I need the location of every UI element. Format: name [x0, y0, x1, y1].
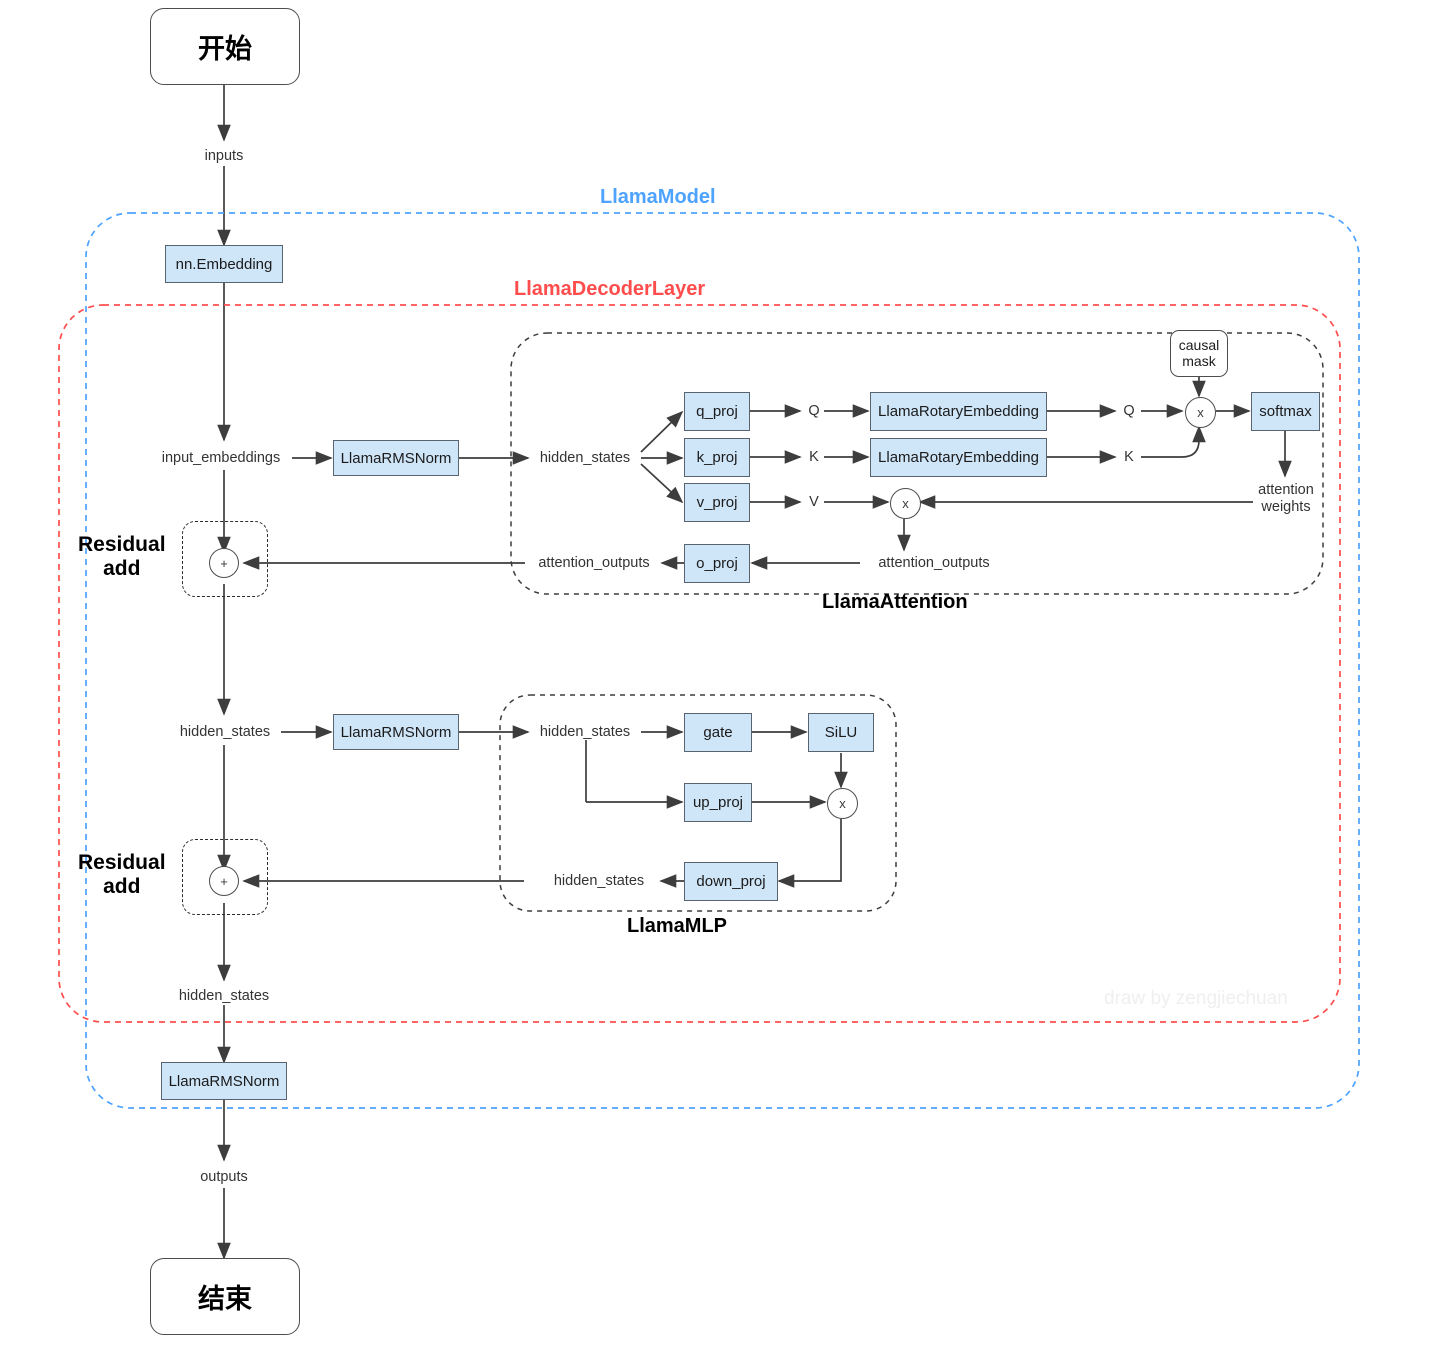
edge-label-k: K — [809, 448, 819, 465]
container-title-llama-attention: LlamaAttention — [822, 591, 968, 613]
residual-add-caption-1-line2: add — [103, 556, 141, 580]
block-v-proj-label: v_proj — [696, 494, 738, 511]
block-causal-mask[interactable]: causal mask — [1170, 330, 1228, 377]
block-rmsnorm-final[interactable]: LlamaRMSNorm — [161, 1062, 287, 1100]
block-up-proj-label: up_proj — [692, 794, 744, 811]
edge-label-hidden-states-attn-split: hidden_states — [539, 449, 631, 466]
block-gate[interactable]: gate — [684, 713, 752, 752]
container-title-llama-mlp: LlamaMLP — [627, 915, 728, 937]
block-down-proj-label: down_proj — [696, 873, 766, 890]
start-node[interactable]: 开始 — [150, 8, 300, 85]
start-node-label: 开始 — [198, 34, 252, 64]
container-llama-attention — [510, 332, 1324, 595]
block-rotary-embedding-k-label: LlamaRotaryEmbedding — [878, 449, 1039, 466]
residual-add-caption-2-line2: add — [103, 874, 141, 898]
end-node[interactable]: 结束 — [150, 1258, 300, 1335]
block-q-proj-label: q_proj — [696, 403, 738, 420]
residual-add-caption-1-line1: Residual — [78, 533, 166, 556]
edge-label-v: V — [809, 493, 819, 510]
residual-add-group-2 — [182, 839, 268, 915]
block-rotary-embedding-q[interactable]: LlamaRotaryEmbedding — [870, 392, 1047, 431]
block-causal-mask-label-line2: mask — [1182, 352, 1216, 369]
end-node-label: 结束 — [198, 1284, 252, 1314]
block-nn-embedding-label: nn.Embedding — [175, 255, 273, 273]
mlp-mul-operator-label: x — [839, 796, 846, 811]
container-llama-mlp — [499, 694, 897, 912]
residual-add-operator-2-label: + — [220, 873, 228, 889]
block-rotary-embedding-q-label: LlamaRotaryEmbedding — [878, 403, 1039, 420]
residual-add-caption-1: Residual add — [78, 533, 166, 580]
edge-label-hidden-states-mlp-out: hidden_states — [553, 872, 645, 889]
edge-label-k-rope: K — [1124, 448, 1134, 465]
qk-matmul-operator[interactable]: x — [1185, 397, 1216, 428]
edge-label-inputs: inputs — [204, 147, 244, 164]
edge-label-outputs: outputs — [200, 1168, 248, 1185]
block-rmsnorm-final-label: LlamaRMSNorm — [168, 1072, 280, 1090]
block-silu-label: SiLU — [824, 724, 858, 741]
block-silu[interactable]: SiLU — [808, 713, 874, 752]
edge-label-hidden-states-final: hidden_states — [178, 987, 270, 1004]
block-rmsnorm-attention-label: LlamaRMSNorm — [340, 449, 452, 467]
residual-add-operator-1[interactable]: + — [209, 548, 239, 578]
block-softmax[interactable]: softmax — [1251, 392, 1320, 431]
edge-label-attention-weights-line2: weights — [1261, 499, 1311, 515]
edge-label-q-rope: Q — [1123, 402, 1135, 419]
residual-add-caption-2-line1: Residual — [78, 851, 166, 874]
edge-label-hidden-states-mlp-split: hidden_states — [539, 723, 631, 740]
block-rotary-embedding-k[interactable]: LlamaRotaryEmbedding — [870, 438, 1047, 477]
block-rmsnorm-mlp-label: LlamaRMSNorm — [340, 723, 452, 741]
block-gate-label: gate — [703, 724, 733, 741]
edge-label-attention-outputs-mid: attention_outputs — [878, 554, 990, 571]
block-k-proj[interactable]: k_proj — [684, 438, 750, 477]
block-nn-embedding[interactable]: nn.Embedding — [165, 245, 283, 283]
block-causal-mask-label-line1: causal — [1178, 336, 1220, 353]
qk-matmul-operator-label: x — [1197, 405, 1204, 420]
edge-label-attention-weights: attention weights — [1232, 480, 1340, 518]
residual-add-operator-1-label: + — [220, 555, 228, 571]
container-llama-decoder-layer — [58, 304, 1341, 1023]
block-o-proj-label: o_proj — [696, 555, 738, 572]
av-matmul-operator[interactable]: x — [890, 488, 921, 519]
edge-label-hidden-states-mlp-in: hidden_states — [179, 723, 271, 740]
av-matmul-operator-label: x — [902, 496, 909, 511]
residual-add-operator-2[interactable]: + — [209, 866, 239, 896]
container-title-llama-model: LlamaModel — [600, 186, 716, 208]
block-q-proj[interactable]: q_proj — [684, 392, 750, 431]
container-title-llama-decoder-layer: LlamaDecoderLayer — [514, 278, 706, 300]
block-rmsnorm-attention[interactable]: LlamaRMSNorm — [333, 440, 459, 476]
block-softmax-label: softmax — [1259, 403, 1312, 420]
residual-add-group-1 — [182, 521, 268, 597]
edge-label-input-embeddings: input_embeddings — [161, 449, 281, 466]
block-down-proj[interactable]: down_proj — [684, 862, 778, 901]
edge-label-attention-outputs-left: attention_outputs — [538, 554, 650, 571]
container-llama-model — [85, 212, 1360, 1109]
watermark: draw by zengjiechuan — [1104, 988, 1288, 1009]
residual-add-caption-2: Residual add — [78, 851, 166, 898]
block-o-proj[interactable]: o_proj — [684, 544, 750, 583]
block-k-proj-label: k_proj — [696, 449, 738, 466]
block-v-proj[interactable]: v_proj — [684, 483, 750, 522]
block-up-proj[interactable]: up_proj — [684, 783, 752, 822]
edge-label-q: Q — [808, 402, 820, 419]
edge-label-attention-weights-line1: attention — [1258, 482, 1314, 499]
mlp-mul-operator[interactable]: x — [827, 788, 858, 819]
block-rmsnorm-mlp[interactable]: LlamaRMSNorm — [333, 714, 459, 750]
